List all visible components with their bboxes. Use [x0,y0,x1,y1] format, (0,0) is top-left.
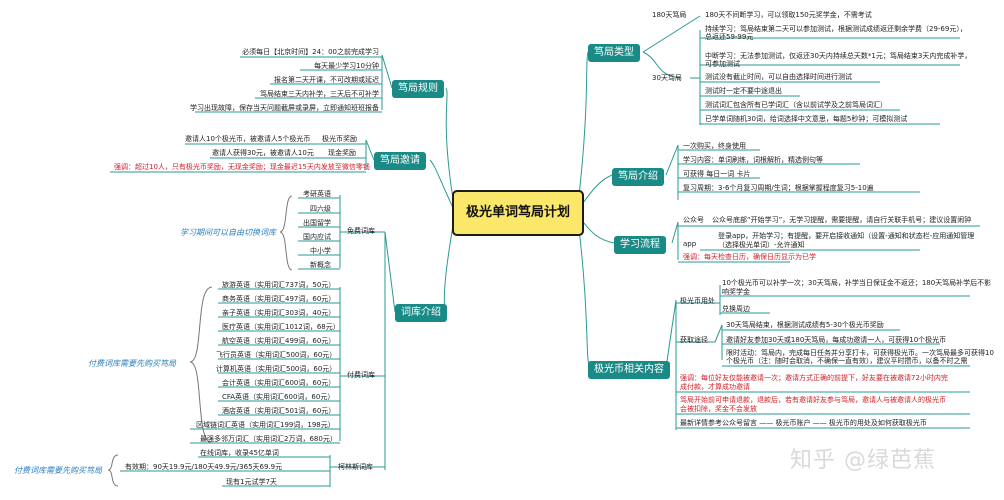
vocab-collins-label: 柯林斯词库 [338,463,373,471]
vocab-paid-item: 商务英语（实用词汇497词，60元） [222,295,336,303]
type-180-desc: 180天不间断学习，可以领取150元奖学金，不需考试 [705,11,872,19]
vocab-paid-item: CFA英语（实用词汇600词，60元） [222,393,335,401]
process-app-desc: 登录app，开始学习；有提醒，要开启接收通知（设置-通知和状态栏-应用通知管理 [718,232,975,240]
vocab-free-note: 学习期间可以自由切换词库 [180,228,276,237]
vocab-paid-item: 飞行员英语（实用词汇500词，60元） [216,351,337,359]
vocab-free-item: 出国留学 [303,219,331,227]
vocab-paid-item: 航空英语（实用词汇499词，60元） [222,337,336,345]
vocab-paid-item: 最强多邻万词汇（实用词汇2万词，680元） [200,435,337,443]
invite-coin-reward: 邀请人10个极光币，被邀请人5个极光币 [185,135,311,143]
type-30-item: 测试没有截止时间，可以自由选择时间进行测试 [705,73,852,81]
process-gzh-desc: 公众号底部“开始学习”，无学习提醒，需要提醒，请自行关联手机号；建议设置闹钟 [712,216,972,224]
type-30-item: 可参加测试 [705,60,740,68]
process-warning: 强调：每天检查日历，确保日历显示为已学 [683,253,816,261]
vocab-free-item: 新概念 [310,261,331,269]
coins-warning: 会被扣除，奖金不会发放 [680,405,757,413]
vocab-paid-item: 亲子英语（实用词汇303词，40元） [222,309,336,317]
vocab-paid-item: 旅游英语（实用词汇737词，50元） [222,281,336,289]
vocab-free-item: 国内应试 [303,233,331,241]
type-30-item: 测试词汇包含所有已学词汇（含以前试学及之前笃局词汇） [705,101,887,109]
intro-item: 学习内容：单词刷练，词根解析，精选例句等 [683,156,823,164]
invite-cash-tag: 现金奖励 [328,149,356,157]
vocab-collins-item: 在线词库，收录45亿单词 [200,449,279,457]
vocab-collins-item: 有效期：90天19.9元/180天49.9元/365天69.9元 [125,463,283,471]
rule-item: 笃局结束三天内补学，三天后不可补学 [260,90,379,98]
coins-use-item: 响奖学金 [722,288,750,296]
coins-warning: 成付款，才算成功邀请 [680,383,750,391]
vocab-paid-label: 付费词库 [347,371,375,379]
vocab-paid-note: 付费词库需要先购买笃局 [88,359,176,368]
vocab-free-item: 四六级 [310,205,331,213]
vocab-free-label: 免费词库 [347,227,375,235]
process-gzh-label: 公众号 [683,216,704,224]
coins-warning: 笃局开始前可申请退款，退款后，若有邀请好友参与笃局，邀请人与被邀请人的极光币 [680,396,946,404]
intro-item: 一次购买，终身使用 [683,142,746,150]
branch-process[interactable]: 学习流程 [614,236,666,254]
type-30-item: 测试时一定不要中途退出 [705,87,782,95]
coins-use-item: 兑换周边 [722,305,750,313]
central-topic[interactable]: 极光单词笃局计划 [452,190,584,236]
intro-item: 复习周期：3-6个月复习周期/生词；根据掌握程度复习5-10遍 [683,184,874,192]
vocab-paid-item: 医疗英语（实用词汇1012词，68元） [222,323,340,331]
coins-get-item: 30天笃局结束，根据测试成绩有5-30个极光币奖励 [726,321,884,329]
coins-get-item: 限时活动：笃局内，完成每日任务并分享打卡，可获得极光币。一次笃局最多可获得10 [726,349,994,357]
vocab-collins-item: 现有1元试学7天 [226,478,277,486]
rule-item: 必须每日【北京时间】24：00之前完成学习 [242,48,379,56]
rule-item: 报名第二天开课，不可改期或延迟 [274,76,379,84]
rule-item: 每天最少学习10分钟 [314,62,379,70]
branch-coins[interactable]: 极光币相关内容 [588,361,670,379]
vocab-paid-item: 会计英语（实用词汇600词，60元） [222,379,336,387]
coins-use-item: 10个极光币可以补学一次；30天笃局，补学当日保证金不返还；180天笃局补学后不… [722,279,992,287]
intro-item: 可获得 每日一词 卡片 [683,170,751,178]
branch-type[interactable]: 笃局类型 [588,44,640,62]
invite-coin-tag: 极光币奖励 [322,135,357,143]
process-app-desc: （选择极光单词）-允许通知 [718,241,805,249]
branch-rules[interactable]: 笃局规则 [392,80,444,98]
vocab-free-item: 考研英语 [303,190,331,198]
vocab-paid-item: 酒店英语（实用词汇501词，60元） [222,407,336,415]
type-30-item: 已学单词随机30词，给词选择中文意思，每题5秒钟；可模拟测试 [705,115,908,123]
type-30-label: 30天笃局 [652,74,682,82]
vocab-paid-item: 计算机英语（实用词汇500词，60元） [216,365,337,373]
process-app-label: app [683,240,697,248]
branch-intro[interactable]: 笃局介绍 [612,168,664,186]
coins-warning: 强调：每位好友仅能被邀请一次；邀请方式正确的前提下，好友要在被邀请72小时内完 [680,374,948,382]
type-30-item: 中断学习：无法参加测试，仅返还30天内持续总天数*1元；笃局结束3天内完成补学， [705,52,972,60]
type-30-item: 持续学习：笃局结束第二天可以参加测试，根据测试成绩返还剩余学费（29-69元）， [705,25,967,33]
coins-latest: 最新详情参考公众号留言 —— 极光币账户 —— 极光币的用处及如何获取极光币 [680,419,927,427]
vocab-free-item: 中小学 [310,247,331,255]
branch-invite[interactable]: 笃局邀请 [374,152,426,170]
branch-vocab[interactable]: 词库介绍 [395,304,447,322]
type-30-item: 总返还59-99元 [705,33,754,41]
coins-use-label: 极光币用处 [680,297,715,305]
watermark: 知乎 @绿芭蕉 [790,448,936,473]
coins-get-label: 获取途径 [680,336,708,344]
rule-item: 学习出现故障，保存当天问题截屏或录屏，立即通知班班报备 [190,104,379,112]
coins-get-item: 个极光币（注：随时会取消，不确保一直有效），建议平时攒币，以备不时之需 [726,357,968,365]
vocab-paid-item: 区域链词汇英语（实用词汇199词，198元） [196,421,335,429]
type-180-label: 180天笃局 [652,11,687,19]
invite-cash-reward: 邀请人获得30元，被邀请人10元 [212,149,314,157]
vocab-collins-note: 付费词库需要先购买笃局 [14,466,102,475]
invite-warning: 强调：超过10人，只有极光币奖励，无现金奖励；现金最迟15天内发放至微信零钱 [114,163,370,171]
coins-get-item: 邀请好友参加30天或180天笃局，每成功邀请一人，可获得10个极光币 [726,336,947,344]
